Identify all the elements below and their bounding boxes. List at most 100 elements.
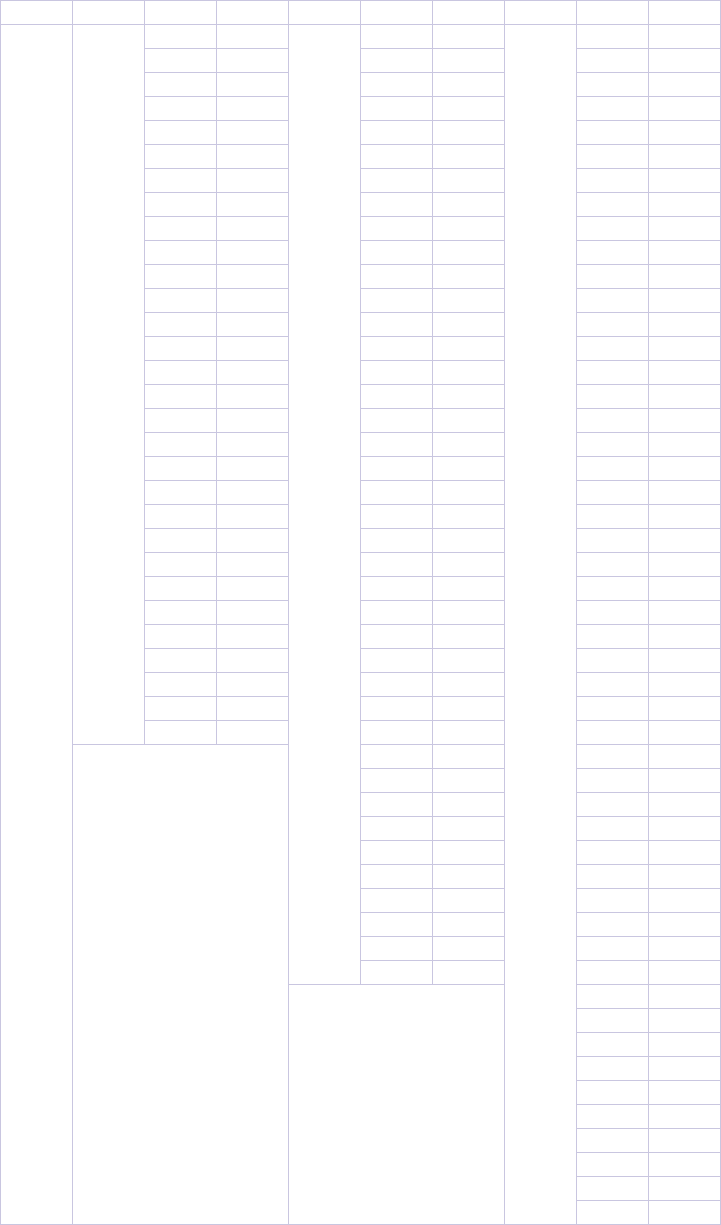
table-cell (649, 505, 720, 529)
table-cell (217, 337, 289, 361)
table-cell (145, 649, 217, 673)
table-cell (145, 97, 217, 121)
table-cell (361, 529, 433, 553)
table-cell (145, 145, 217, 169)
table-cell (577, 961, 649, 985)
table-cell (649, 97, 720, 121)
table-cell (649, 49, 720, 73)
table-cell (649, 337, 720, 361)
table-cell (433, 145, 505, 169)
table-cell (217, 73, 289, 97)
table-cell (145, 385, 217, 409)
table-cell (649, 601, 720, 625)
table-cell (433, 793, 505, 817)
table-cell (361, 193, 433, 217)
table-cell (361, 313, 433, 337)
table-cell (433, 865, 505, 889)
table-cell (577, 745, 649, 769)
table-cell (217, 385, 289, 409)
table-cell (577, 649, 649, 673)
table-cell (649, 1033, 720, 1057)
table-cell (361, 433, 433, 457)
table-cell (145, 217, 217, 241)
table-cell (577, 1129, 649, 1153)
table-cell (649, 985, 720, 1009)
table-cell (649, 841, 720, 865)
table-cell (577, 409, 649, 433)
table-cell (577, 457, 649, 481)
table-cell (649, 385, 720, 409)
table-cell (433, 241, 505, 265)
table-cell (361, 697, 433, 721)
table-cell (217, 481, 289, 505)
table-cell (577, 241, 649, 265)
table-cell (145, 553, 217, 577)
table-cell (361, 25, 433, 49)
table-cell (577, 769, 649, 793)
table-cell (433, 649, 505, 673)
table-cell (649, 145, 720, 169)
table-cell (433, 841, 505, 865)
table-cell (145, 577, 217, 601)
table-cell (649, 433, 720, 457)
table-cell (649, 1081, 720, 1105)
table-cell (649, 745, 720, 769)
table-cell (433, 889, 505, 913)
table-cell (577, 937, 649, 961)
table-cell (433, 433, 505, 457)
table-cell (361, 817, 433, 841)
table-cell (433, 481, 505, 505)
table-cell (433, 721, 505, 745)
table-cell (433, 337, 505, 361)
table-cell (577, 1033, 649, 1057)
table-cell (433, 289, 505, 313)
table-cell (577, 361, 649, 385)
table-cell (577, 313, 649, 337)
table-cell (649, 1177, 720, 1201)
merged-cell (289, 985, 505, 1224)
table-cell (145, 73, 217, 97)
table-cell (361, 145, 433, 169)
table-cell (649, 217, 720, 241)
table-cell (433, 385, 505, 409)
table-cell (145, 409, 217, 433)
table-cell (145, 601, 217, 625)
table-cell (649, 913, 720, 937)
table-cell (577, 697, 649, 721)
table-cell (649, 265, 720, 289)
table-cell (577, 145, 649, 169)
table-cell (433, 361, 505, 385)
table-cell (577, 121, 649, 145)
table-cell (433, 817, 505, 841)
table-cell (433, 97, 505, 121)
table-cell (145, 673, 217, 697)
table-cell (649, 241, 720, 265)
table-cell (145, 289, 217, 313)
table-cell (217, 169, 289, 193)
table-cell (145, 265, 217, 289)
table-cell (361, 265, 433, 289)
table-cell (577, 673, 649, 697)
table-cell (361, 889, 433, 913)
table-cell (433, 961, 505, 985)
table-cell (577, 49, 649, 73)
table-cell (577, 385, 649, 409)
table-cell (361, 457, 433, 481)
table-cell (217, 697, 289, 721)
merged-cell (505, 25, 577, 1224)
table-cell (577, 289, 649, 313)
table-cell (145, 121, 217, 145)
table-cell (433, 49, 505, 73)
table-cell (649, 793, 720, 817)
table-cell (145, 433, 217, 457)
table-cell (577, 721, 649, 745)
table-cell (649, 169, 720, 193)
table-cell (361, 121, 433, 145)
table-cell (217, 97, 289, 121)
table-cell (145, 505, 217, 529)
table-cell (649, 1105, 720, 1129)
header-cell (577, 1, 649, 25)
header-cell (73, 1, 145, 25)
table-cell (433, 409, 505, 433)
